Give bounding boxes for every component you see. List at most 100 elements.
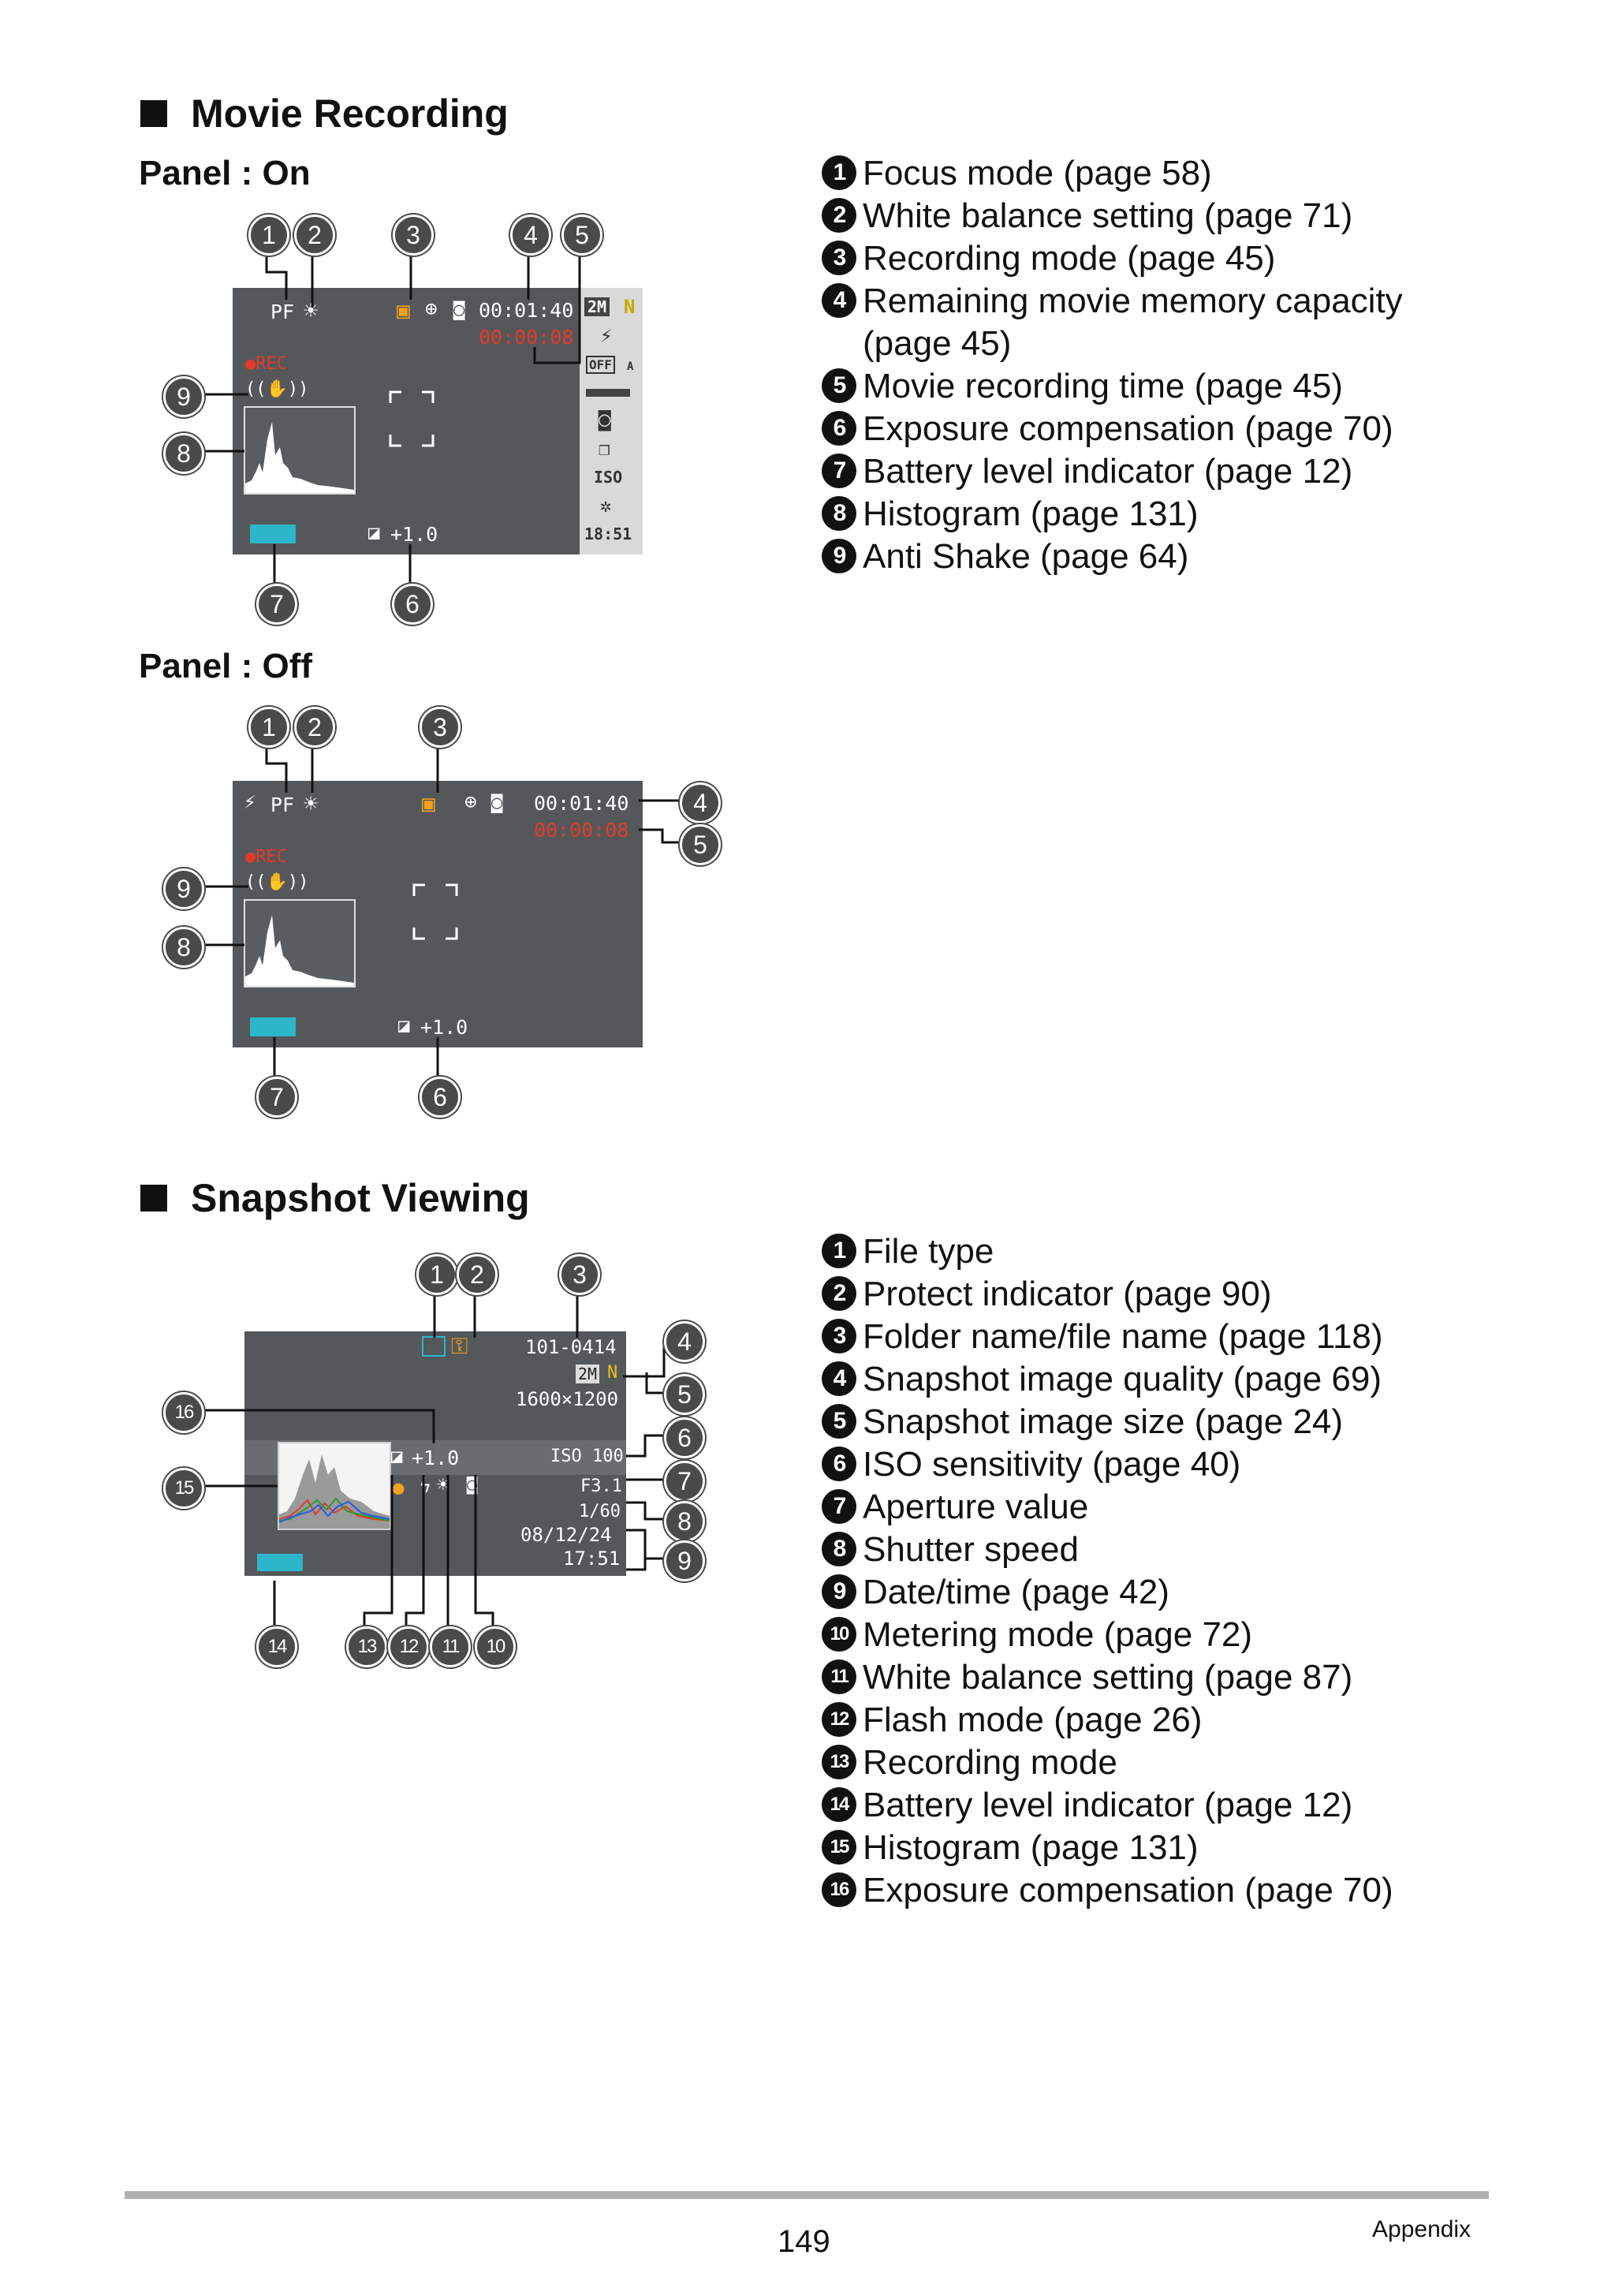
battery-icon (250, 1017, 296, 1036)
zoom-icon: ⊕ (464, 790, 477, 814)
exposure-value: +1.0 (412, 1447, 460, 1469)
list-item-text: Focus mode (page 58) (863, 154, 1212, 192)
number-badge: 3 (822, 1319, 856, 1353)
rec-label: ●REC (245, 847, 287, 867)
panel-on-title: Panel : On (139, 154, 311, 192)
number-badge: 13 (822, 1745, 856, 1779)
recording-mode-icon: ● (393, 1477, 405, 1499)
callout-2: 2 (457, 1254, 498, 1295)
scene-icon: ✲ (600, 495, 612, 517)
battery-icon (257, 1554, 303, 1571)
callout-4: 4 (510, 215, 551, 256)
callout-13: 13 (346, 1626, 387, 1667)
anti-shake-icon: ((✋)) (245, 379, 309, 399)
square-bullet-icon (140, 1185, 167, 1211)
focus-mode-label: PF (270, 793, 295, 816)
white-balance-icon: ☀ (437, 1473, 449, 1497)
number-badge: 3 (822, 241, 856, 275)
callout-14: 14 (256, 1626, 297, 1667)
list-item-text: Aperture value (863, 1488, 1089, 1526)
histogram (244, 899, 356, 987)
snapshot-viewing-title: Snapshot Viewing (191, 1176, 530, 1220)
callout-1: 1 (248, 215, 289, 256)
list-item-text: Metering mode (page 72) (863, 1615, 1253, 1654)
snapshot-screen: ⚿ 101-0414 2M N 1600×1200 ◪ +1.0 ISO 100… (244, 1331, 626, 1576)
callout-12: 12 (388, 1626, 429, 1667)
histogram-graph (245, 422, 354, 493)
list-item-text: White balance setting (page 71) (863, 196, 1353, 235)
aperture-value: F3.1 (580, 1477, 622, 1496)
metering-icon: ◙ (453, 298, 465, 320)
list-item-text: Snapshot image quality (page 69) (863, 1360, 1382, 1398)
list-item-text: Shutter speed (863, 1530, 1079, 1569)
iso-label: ISO (594, 468, 623, 487)
panel-off-screen: ⚡ PF ☀ ▣ ⊕ ◙ 00:01:40 00:00:08 ●REC ((✋)… (233, 781, 643, 1047)
focus-frame (389, 390, 435, 447)
number-badge: 11 (822, 1659, 856, 1694)
callout-5: 5 (664, 1374, 705, 1415)
callout-6: 6 (664, 1417, 705, 1458)
movie-mode-icon: ▣ (422, 790, 435, 816)
image-size: 1600×1200 (516, 1388, 619, 1410)
list-item-text: Flash mode (page 26) (863, 1701, 1203, 1739)
list-item-text: ISO sensitivity (page 40) (863, 1445, 1241, 1484)
settings-sidebar: 2M N ⚡ OFF A ◙ ❐ ISO ✲ 18:51 (580, 288, 643, 554)
list-item-text: Battery level indicator (page 12) (863, 1786, 1353, 1824)
callout-3: 3 (559, 1254, 600, 1295)
callout-1: 1 (416, 1254, 457, 1295)
focus-mode-label: PF (270, 301, 295, 323)
list-item-text: Snapshot image size (page 24) (863, 1402, 1344, 1441)
list-item-text: File type (863, 1232, 994, 1271)
exposure-value: +1.0 (390, 523, 438, 546)
quality-badge: 2M (576, 1365, 600, 1383)
number-badge: 4 (822, 1361, 856, 1396)
footer-section: Appendix (1372, 2216, 1471, 2242)
number-badge: 5 (822, 368, 856, 403)
callout-5: 5 (680, 824, 721, 865)
list-item-text: Histogram (page 131) (863, 495, 1199, 533)
callout-7: 7 (256, 584, 297, 625)
callout-8: 8 (664, 1501, 705, 1542)
callout-2: 2 (294, 215, 335, 256)
white-balance-icon: ☀ (304, 790, 319, 818)
list-item-text: White balance setting (page 87) (863, 1658, 1353, 1697)
remaining-time: 00:01:40 (534, 792, 629, 815)
flash-icon: ⚡ (600, 324, 613, 348)
callout-15: 15 (163, 1468, 204, 1509)
anti-shake-icon: ((✋)) (245, 872, 309, 892)
callout-6: 6 (392, 584, 433, 625)
callout-2: 2 (294, 707, 335, 748)
exposure-icon: ◪ (398, 1014, 410, 1036)
callout-5: 5 (561, 215, 602, 256)
off-a: A (627, 360, 634, 373)
zoom-icon: ⊕ (425, 297, 438, 321)
callout-4: 4 (664, 1321, 705, 1362)
histogram (244, 406, 356, 495)
page-number: 149 (778, 2224, 830, 2259)
exposure-icon: ◪ (391, 1445, 403, 1467)
number-badge: 9 (822, 1574, 856, 1609)
list-item-text-cont: (page 45) (863, 324, 1012, 363)
number-badge: 2 (822, 1276, 856, 1311)
number-badge: 6 (822, 1447, 856, 1481)
flash-icon: ⚡ (244, 790, 256, 814)
white-balance-icon: ☀ (304, 297, 319, 325)
callout-10: 10 (475, 1626, 516, 1667)
list-item-text: Histogram (page 131) (863, 1828, 1199, 1867)
number-badge: 7 (822, 454, 856, 488)
date-value: 08/12/24 (520, 1524, 612, 1546)
histogram (278, 1442, 391, 1530)
protect-key-icon: ⚿ (451, 1333, 468, 1359)
list-item-text: Battery level indicator (page 12) (863, 452, 1353, 491)
